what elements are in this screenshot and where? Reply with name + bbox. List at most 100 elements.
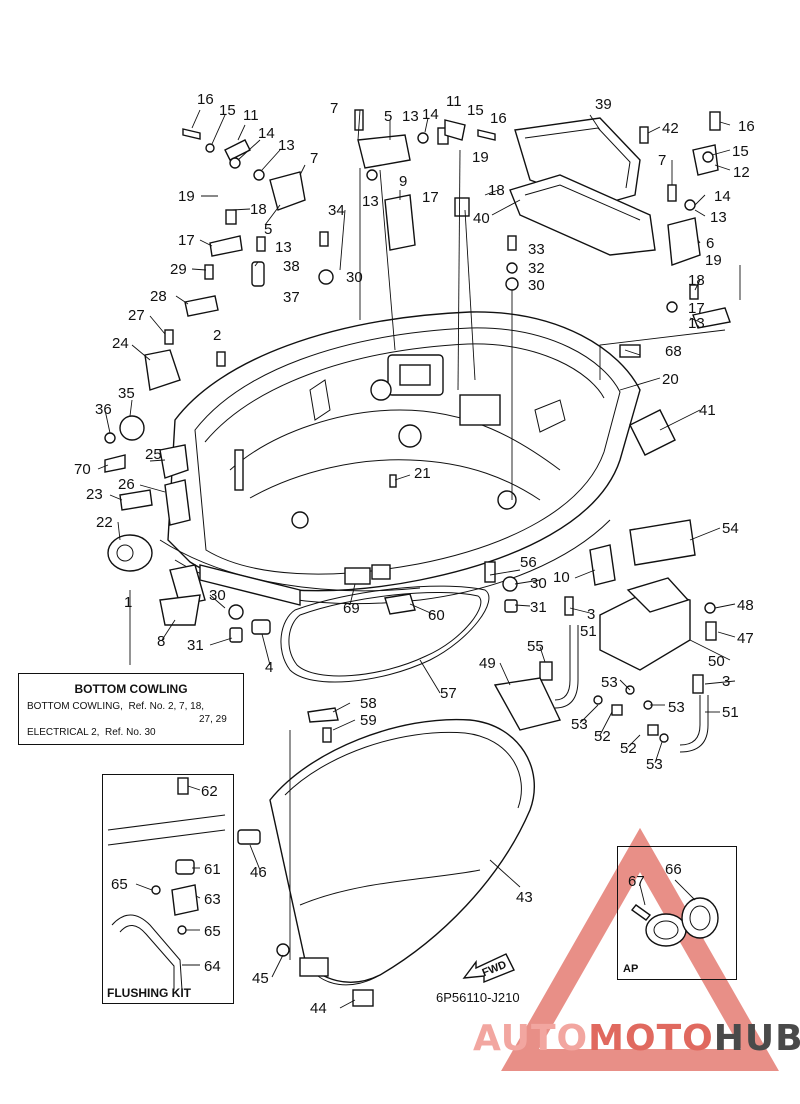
label-41: 41 xyxy=(699,402,716,419)
flushing-kit-parts xyxy=(107,777,226,991)
label-62: 62 xyxy=(201,783,218,800)
label-27: 27 xyxy=(128,307,145,324)
label-7: 7 xyxy=(310,150,318,167)
label-66: 66 xyxy=(665,861,682,878)
label-16: 16 xyxy=(490,110,507,127)
ap-inset-box: AP xyxy=(617,846,737,980)
label-18: 18 xyxy=(488,182,505,199)
leader-lines xyxy=(97,109,741,1009)
label-28: 28 xyxy=(150,288,167,305)
hardware-parts xyxy=(104,109,731,753)
label-38: 38 xyxy=(283,258,300,275)
label-67: 67 xyxy=(628,873,645,890)
label-2: 2 xyxy=(213,327,221,344)
label-53: 53 xyxy=(571,716,588,733)
label-32: 32 xyxy=(528,260,545,277)
label-44: 44 xyxy=(310,1000,327,1017)
label-15: 15 xyxy=(732,143,749,160)
seal-57 xyxy=(280,585,490,683)
label-3: 3 xyxy=(722,673,730,690)
watermark-part-2: MOTO xyxy=(588,1018,714,1059)
label-25: 25 xyxy=(145,446,162,463)
label-37: 37 xyxy=(283,289,300,306)
label-46: 46 xyxy=(250,864,267,881)
label-50: 50 xyxy=(708,653,725,670)
bottom-cowling-shell xyxy=(159,311,641,606)
bottom-cowling-note-line-3: ELECTRICAL 2, Ref. No. 30 xyxy=(27,727,156,738)
label-13: 13 xyxy=(278,137,295,154)
label-19: 19 xyxy=(178,188,195,205)
watermark-triangle xyxy=(501,827,779,1071)
label-61: 61 xyxy=(204,861,221,878)
label-33: 33 xyxy=(528,241,545,258)
label-23: 23 xyxy=(86,486,103,503)
label-70: 70 xyxy=(74,461,91,478)
label-7: 7 xyxy=(330,100,338,117)
label-22: 22 xyxy=(96,514,113,531)
label-19: 19 xyxy=(705,252,722,269)
label-7: 7 xyxy=(658,152,666,169)
label-53: 53 xyxy=(668,699,685,716)
ap-inset-parts xyxy=(630,897,719,947)
watermark-part-3: HUB xyxy=(713,1018,800,1059)
label-57: 57 xyxy=(440,685,457,702)
label-12: 12 xyxy=(733,164,750,181)
label-40: 40 xyxy=(473,210,490,227)
label-43: 43 xyxy=(516,889,533,906)
label-16: 16 xyxy=(197,91,214,108)
part-number-labels: 16 15 11 14 13 7 19 18 5 13 17 38 29 37 … xyxy=(74,91,755,1017)
label-13: 13 xyxy=(688,315,705,332)
label-31: 31 xyxy=(187,637,204,654)
label-26: 26 xyxy=(118,476,135,493)
label-17: 17 xyxy=(422,189,439,206)
label-5: 5 xyxy=(264,221,272,238)
label-52: 52 xyxy=(594,728,611,745)
label-11: 11 xyxy=(446,93,462,110)
label-42: 42 xyxy=(662,120,679,137)
label-13: 13 xyxy=(402,108,419,125)
label-15: 15 xyxy=(467,102,484,119)
label-16: 16 xyxy=(738,118,755,135)
label-65: 65 xyxy=(111,876,128,893)
label-56: 56 xyxy=(520,554,537,571)
label-51: 51 xyxy=(722,704,739,721)
bracket-40 xyxy=(509,174,656,256)
label-5: 5 xyxy=(384,108,392,125)
label-20: 20 xyxy=(662,371,679,388)
label-30: 30 xyxy=(346,269,363,286)
label-10: 10 xyxy=(553,569,570,586)
ap-inset-label: AP xyxy=(623,963,639,975)
bottom-cowling-note-box: BOTTOM COWLING BOTTOM COWLING, Ref. No. … xyxy=(18,673,244,745)
label-21: 21 xyxy=(414,465,431,482)
bottom-cowling-note-title: BOTTOM COWLING xyxy=(74,682,188,696)
label-15: 15 xyxy=(219,102,236,119)
label-60: 60 xyxy=(428,607,445,624)
label-9: 9 xyxy=(399,173,407,190)
label-8: 8 xyxy=(157,633,165,650)
label-30: 30 xyxy=(209,587,226,604)
fwd-arrow-icon: FWD xyxy=(462,953,515,984)
label-14: 14 xyxy=(422,106,439,123)
label-30: 30 xyxy=(528,277,545,294)
label-14: 14 xyxy=(714,188,731,205)
label-31: 31 xyxy=(530,599,547,616)
label-55: 55 xyxy=(527,638,544,655)
label-51: 51 xyxy=(580,623,597,640)
label-4: 4 xyxy=(265,659,273,676)
label-3: 3 xyxy=(587,606,595,623)
bottom-cowling-note-line-2: 27, 29 xyxy=(199,714,227,725)
label-53: 53 xyxy=(601,674,618,691)
label-63: 63 xyxy=(204,891,221,908)
label-17: 17 xyxy=(178,232,195,249)
label-11: 11 xyxy=(243,107,259,124)
label-13: 13 xyxy=(710,209,727,226)
label-58: 58 xyxy=(360,695,377,712)
label-36: 36 xyxy=(95,401,112,418)
label-48: 48 xyxy=(737,597,754,614)
label-14: 14 xyxy=(258,125,275,142)
label-49: 49 xyxy=(479,655,496,672)
label-47: 47 xyxy=(737,630,754,647)
label-59: 59 xyxy=(360,712,377,729)
label-69: 69 xyxy=(343,600,360,617)
